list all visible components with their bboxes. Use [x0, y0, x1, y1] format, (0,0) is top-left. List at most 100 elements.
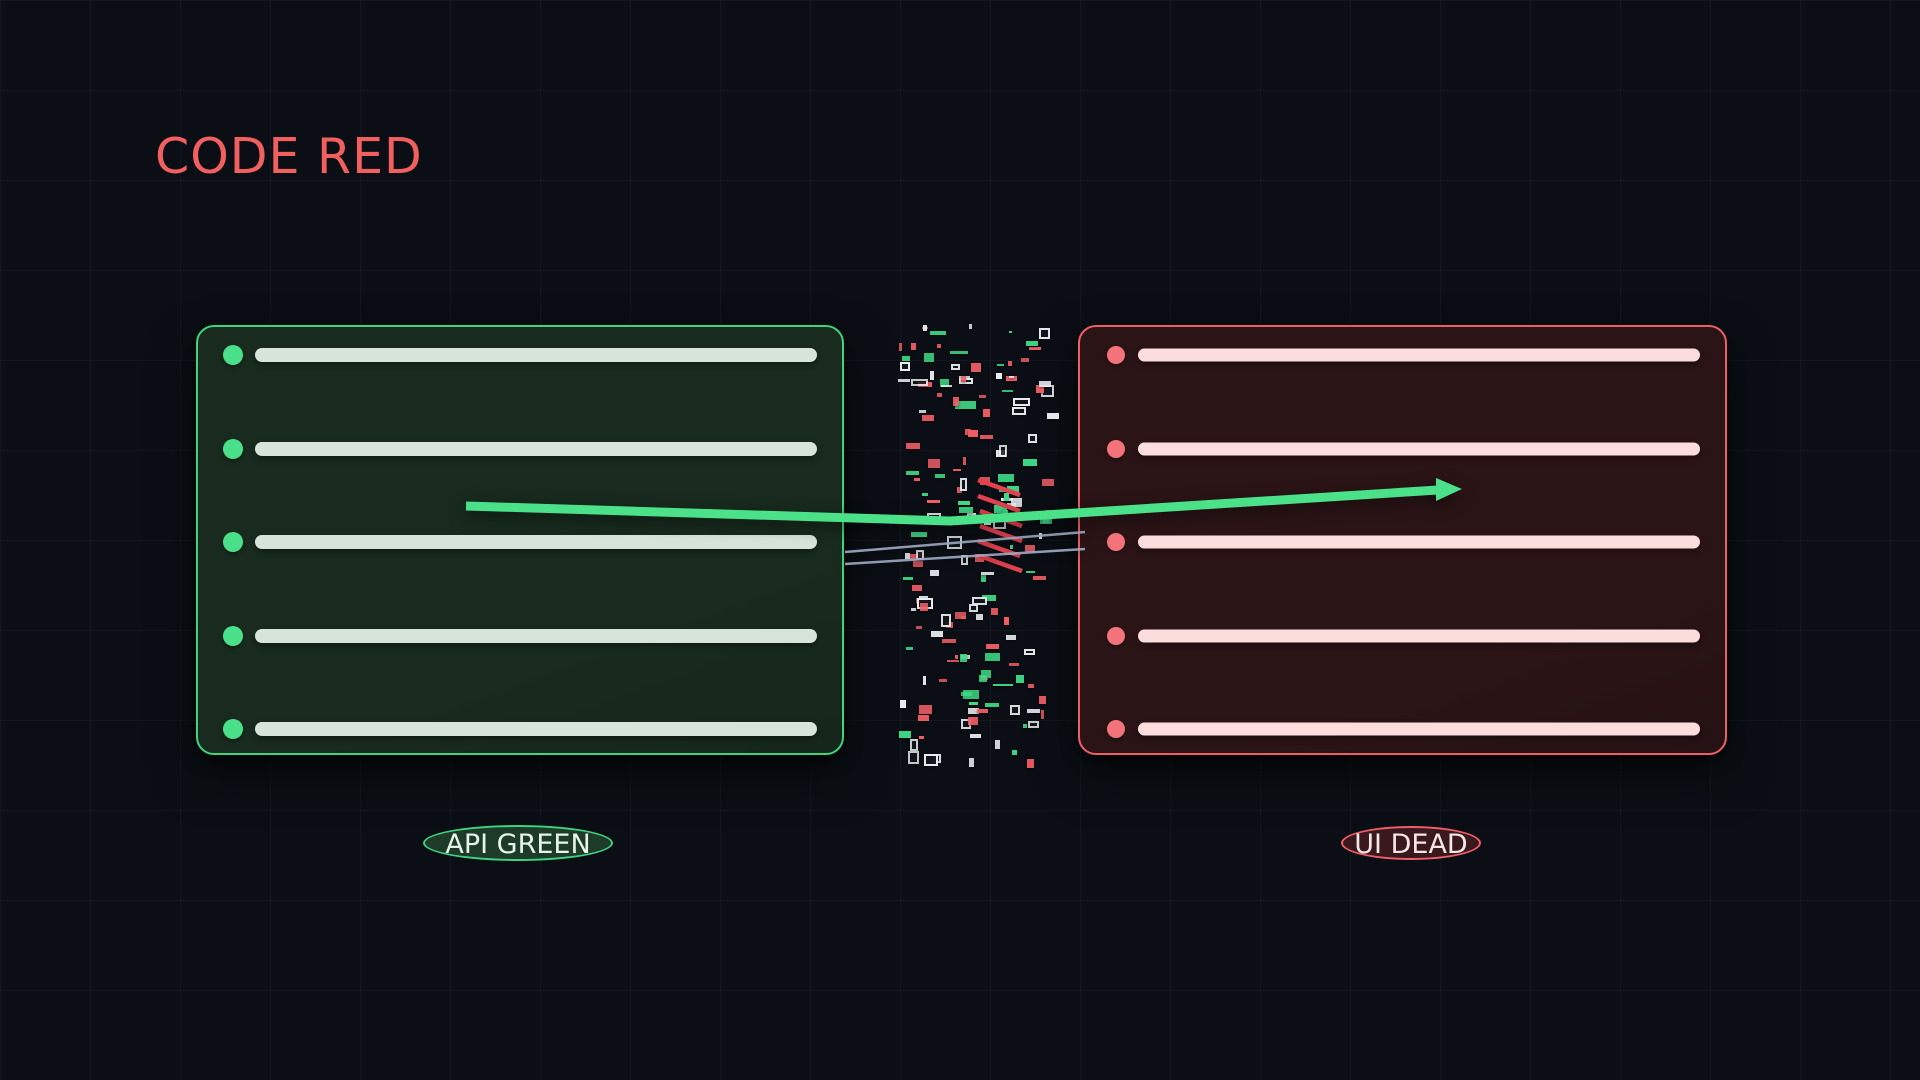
glitch-particle: [1005, 375, 1017, 381]
row-bar: [255, 535, 817, 549]
glitch-particle: [1038, 380, 1051, 387]
glitch-particle: [959, 478, 967, 491]
glitch-particle: [981, 574, 986, 583]
glitch-particle: [931, 630, 944, 637]
glitch-particle: [1032, 575, 1047, 580]
glitch-particle: [958, 506, 974, 513]
glitch-particle: [1004, 513, 1014, 519]
glitch-particle: [946, 659, 959, 663]
status-dot: [223, 438, 243, 459]
status-dot: [1107, 720, 1125, 738]
glitch-particle: [910, 607, 917, 612]
glitch-particle: [1038, 532, 1043, 539]
row-bar: [1138, 722, 1700, 736]
label-api-green: API GREEN: [423, 825, 613, 861]
glitch-particle: [991, 608, 999, 615]
glitch-particle: [968, 701, 978, 705]
glitch-particle: [1009, 662, 1019, 666]
glitch-particle: [1023, 649, 1035, 656]
row-bar: [1138, 535, 1700, 549]
glitch-particle: [904, 553, 911, 559]
glitch-particle: [968, 324, 973, 329]
glitch-particle: [911, 342, 916, 351]
glitch-particle: [1026, 341, 1039, 347]
glitch-particle: [907, 515, 912, 521]
glitch-particle: [1012, 398, 1031, 407]
label-api-green-text: API GREEN: [445, 828, 591, 860]
glitch-particle: [1027, 683, 1035, 689]
glitch-particle: [907, 750, 920, 764]
glitch-particle: [950, 364, 961, 371]
glitch-particle: [898, 343, 902, 351]
glitch-particle: [971, 363, 982, 373]
glitch-particle: [941, 385, 953, 388]
glitch-particle: [1011, 406, 1026, 416]
status-dot: [223, 719, 243, 739]
row-bar: [255, 348, 817, 362]
glitch-particle: [940, 614, 951, 627]
status-dot: [223, 345, 243, 365]
glitch-particle: [899, 699, 907, 709]
glitch-particle: [914, 478, 921, 482]
glitch-particle: [996, 364, 1005, 367]
node-api-green: [196, 325, 844, 755]
glitch-particle: [928, 458, 940, 468]
glitch-particle: [982, 594, 996, 601]
glitch-particle: [1042, 478, 1054, 486]
glitch-particle: [985, 643, 999, 650]
glitch-particle: [1027, 759, 1034, 768]
glitch-particle: [1006, 634, 1017, 640]
glitch-particle: [1026, 708, 1040, 714]
status-dot: [223, 625, 243, 646]
glitch-particle: [1036, 385, 1044, 394]
glitch-particle: [906, 470, 919, 475]
glitch-particle: [960, 653, 968, 662]
glitch-particle: [922, 325, 928, 332]
glitch-particle: [916, 550, 925, 561]
glitch-particle: [1015, 675, 1025, 684]
glitch-particle: [980, 669, 991, 679]
status-dot: [1107, 439, 1125, 458]
row-bar: [1138, 442, 1700, 455]
glitch-particle: [1028, 721, 1039, 729]
glitch-particle: [918, 736, 924, 740]
glitch-particle: [967, 716, 978, 725]
glitch-particle: [968, 758, 974, 767]
glitch-particle: [899, 731, 911, 738]
glitch-particle: [898, 379, 911, 383]
glitch-particle: [930, 570, 939, 577]
glitch-particle: [970, 733, 982, 739]
glitch-particle: [995, 373, 1002, 379]
glitch-particle: [967, 708, 979, 715]
glitch-particle: [967, 430, 978, 438]
glitch-particle: [995, 740, 1000, 750]
glitch-particle: [992, 683, 1013, 687]
glitch-particle: [979, 435, 993, 440]
glitch-particle: [1011, 750, 1018, 756]
glitch-particle: [1038, 327, 1051, 340]
glitch-particle: [977, 708, 988, 713]
status-dot: [1107, 346, 1125, 364]
glitch-particle: [926, 499, 940, 504]
glitch-particle: [955, 401, 977, 409]
glitch-particle: [957, 500, 970, 506]
glitch-particle: [968, 604, 979, 613]
glitch-particle: [955, 611, 966, 620]
glitch-particle: [937, 343, 942, 348]
glitch-particle: [913, 561, 924, 567]
glitch-particle: [984, 703, 999, 708]
glitch-particle: [1008, 330, 1012, 334]
glitch-particle: [1003, 509, 1009, 514]
glitch-particle: [962, 690, 979, 699]
glitch-particle: [929, 331, 946, 335]
glitch-particle: [926, 513, 942, 522]
glitch-particle: [922, 492, 928, 497]
glitch-particle: [906, 443, 920, 450]
label-ui-dead: UI DEAD: [1341, 826, 1481, 860]
glitch-particle: [918, 705, 932, 715]
glitch-particle: [999, 562, 1005, 564]
glitch-particle: [906, 646, 913, 650]
glitch-particle: [1009, 704, 1020, 716]
glitch-particle: [909, 739, 919, 752]
glitch-particle: [1025, 544, 1035, 552]
